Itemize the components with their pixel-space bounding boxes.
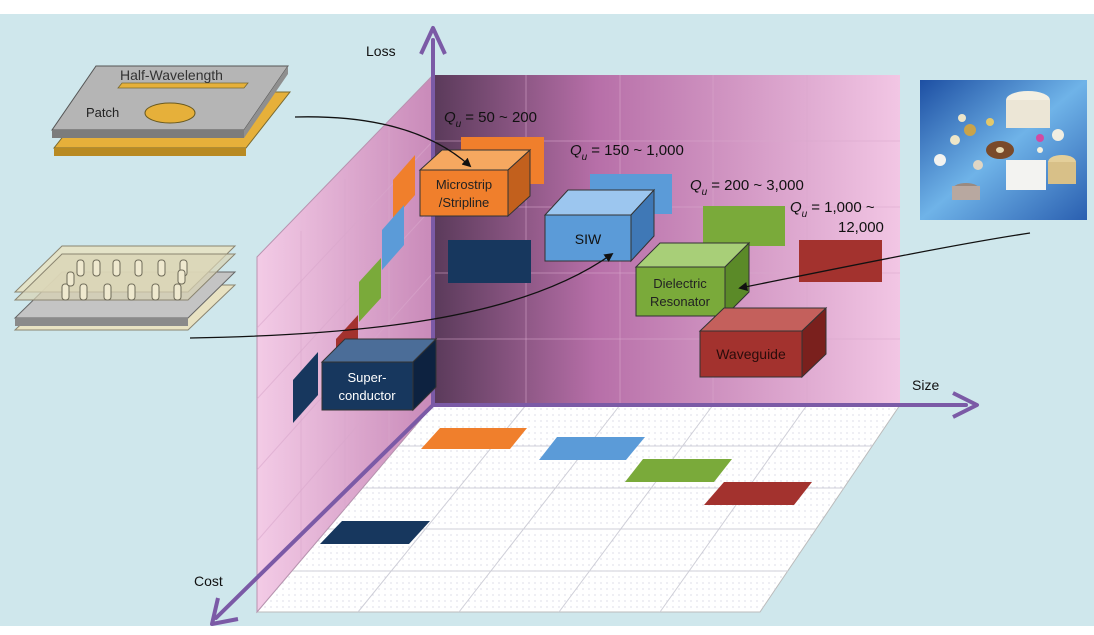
shadow-superconductor-floor <box>320 521 430 544</box>
shadow-superconductor-side <box>293 352 318 423</box>
axis-label-loss: Loss <box>366 43 396 59</box>
shadow-dielectric-back <box>703 206 785 246</box>
block-microstrip-line2: /Stripline <box>439 195 490 210</box>
loss-axis-arrowhead <box>419 26 447 55</box>
shadow-siw-side <box>382 205 404 270</box>
block-siw: SIW <box>543 188 656 263</box>
block-waveguide: Waveguide <box>698 306 828 379</box>
block-microstrip: Microstrip /Stripline <box>418 148 532 218</box>
q-label-waveguide: Qu= 1,000 ~ <box>790 199 875 220</box>
shadow-microstrip-floor <box>421 428 527 449</box>
floor-dots <box>257 405 900 612</box>
block-dielectric-line1: Dielectric <box>653 276 707 291</box>
cost-axis-arrowhead <box>210 597 239 626</box>
block-superconductor-line2: conductor <box>338 388 396 403</box>
patch-side-label: Patch <box>86 105 119 120</box>
block-dielectric: Dielectric Resonator <box>634 241 751 318</box>
connector-photo-to-dielectric <box>738 232 1031 292</box>
block-siw-label: SIW <box>575 231 602 247</box>
q-label-siw: Qu= 150 ~ 1,000 <box>570 142 684 163</box>
block-microstrip-line1: Microstrip <box>436 177 492 192</box>
white-margin <box>0 0 1094 14</box>
q-label-waveguide-line2: 12,000 <box>838 219 884 236</box>
shadow-siw-floor <box>539 437 645 460</box>
illustration-patch-resonator: Half-Wavelength Patch <box>51 65 292 156</box>
shadow-microstrip-side <box>393 155 415 220</box>
dielectric-resonator-photo <box>920 80 1087 220</box>
illustration-siw <box>13 245 237 331</box>
shadow-dielectric-side <box>359 258 381 322</box>
block-superconductor-line1: Super- <box>347 370 386 385</box>
patch-ellipse <box>144 102 196 124</box>
block-waveguide-label: Waveguide <box>716 346 786 362</box>
block-dielectric-line2: Resonator <box>650 294 711 309</box>
axis-label-size: Size <box>912 377 939 393</box>
patch-top-label: Half-Wavelength <box>120 67 223 83</box>
white-margin-bottom <box>0 626 1094 635</box>
q-label-dielectric: Qu= 200 ~ 3,000 <box>690 177 804 198</box>
via-cylinders <box>61 259 188 301</box>
q-label-microstrip: Qu= 50 ~ 200 <box>444 109 537 130</box>
shadow-dielectric-floor <box>625 459 732 482</box>
size-axis-arrowhead <box>952 391 979 419</box>
shadow-waveguide-floor <box>704 482 812 505</box>
shadow-superconductor-back <box>448 240 531 283</box>
shadow-waveguide-back <box>799 240 882 282</box>
block-superconductor: Super- conductor <box>320 337 438 412</box>
connector-patch-to-microstrip <box>294 116 472 168</box>
axis-label-cost: Cost <box>194 573 223 589</box>
connector-siw-illustration-to-siw <box>189 252 614 339</box>
